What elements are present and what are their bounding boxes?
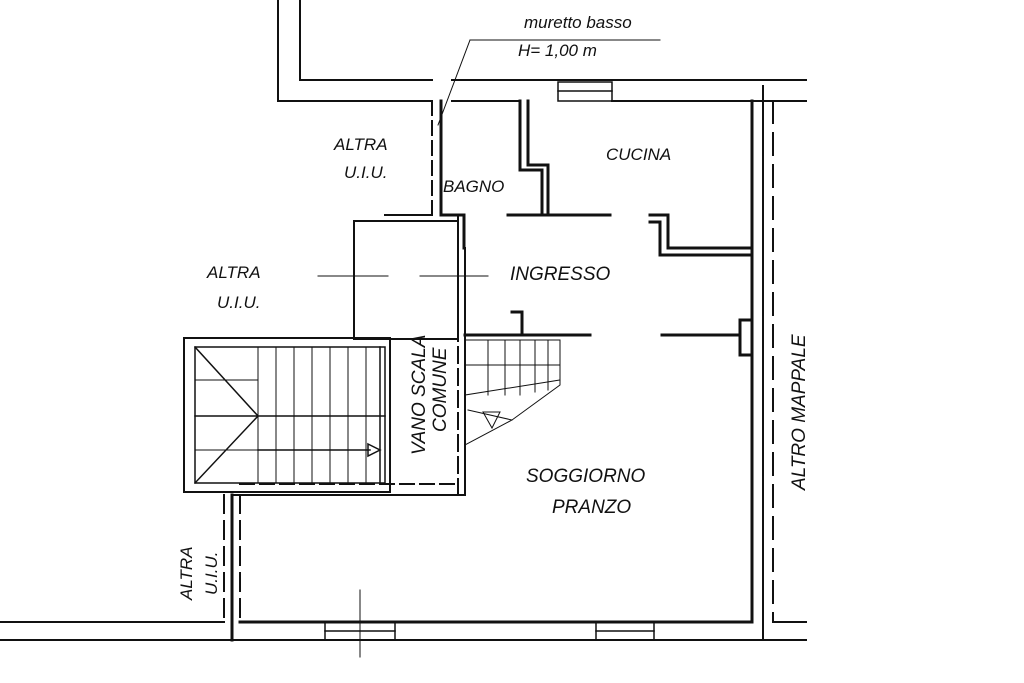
bagno-label: BAGNO xyxy=(443,177,504,196)
altra-uiu-3-line1: ALTRA xyxy=(177,546,196,601)
vano-scala-label: VANO SCALA xyxy=(409,335,430,455)
altra-uiu-1-line2: U.I.U. xyxy=(344,163,387,182)
altra-uiu-2-line1: ALTRA xyxy=(206,263,261,282)
partition-walls xyxy=(463,310,742,337)
section-markers xyxy=(317,275,489,658)
window-bottom-right xyxy=(595,621,655,641)
comune-label: COMUNE xyxy=(430,347,451,432)
upper-room-outline xyxy=(277,0,807,102)
altro-mappale-label: ALTRO MAPPALE xyxy=(789,334,810,491)
pranzo-label: PRANZO xyxy=(552,497,631,518)
stair-treads xyxy=(194,346,367,484)
altra-uiu-3-line2: U.I.U. xyxy=(202,552,221,595)
cucina-label: CUCINA xyxy=(606,145,671,164)
muretto-label-line1: muretto basso xyxy=(524,13,632,32)
muretto-label-line2: H= 1,00 m xyxy=(518,41,597,60)
soggiorno-label: SOGGIORNO xyxy=(526,466,646,487)
right-wall xyxy=(738,253,754,624)
window-top xyxy=(557,81,613,102)
altra-uiu-2-line2: U.I.U. xyxy=(217,293,260,312)
muretto-leader xyxy=(437,39,661,126)
altra-uiu-1-line1: ALTRA xyxy=(333,135,388,154)
bagno-walls xyxy=(439,99,550,250)
staircase xyxy=(183,337,391,493)
low-wall xyxy=(431,99,443,216)
internal-stair xyxy=(464,339,561,446)
stair-bottom-wall xyxy=(231,483,466,496)
ingresso-label: INGRESSO xyxy=(510,264,611,285)
stair-core-walls xyxy=(353,214,466,496)
soggiorno-walls xyxy=(0,493,807,642)
cucina-walls xyxy=(506,99,754,257)
